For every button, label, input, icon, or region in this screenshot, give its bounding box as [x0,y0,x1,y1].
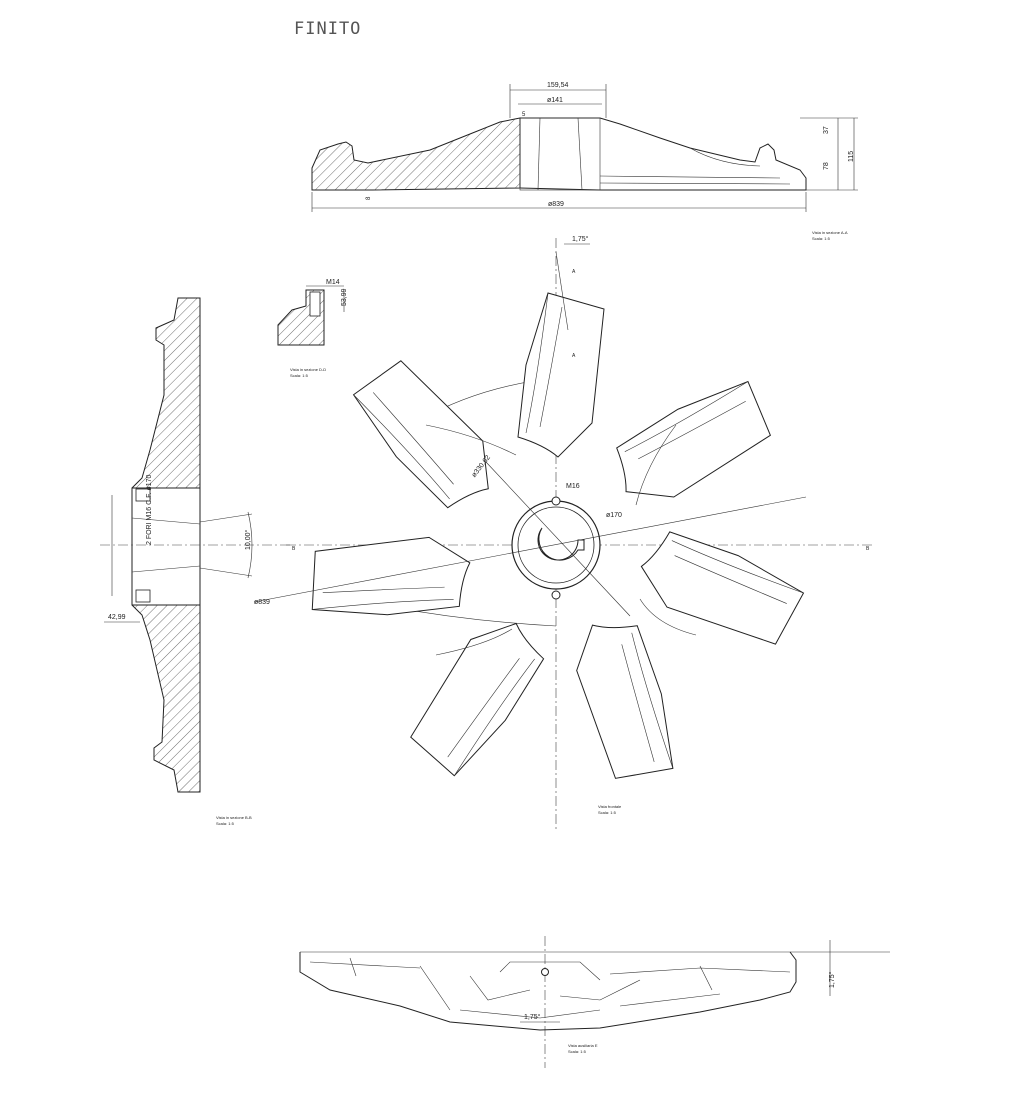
top-hub-line-2 [577,117,583,191]
blade-edge [312,586,454,610]
caption-front: Vista frontale [598,804,622,809]
top-section-hatch [311,117,521,191]
impeller-blade [517,292,605,458]
view-marker-b1: B [292,546,296,552]
top-section-view: 159,54 ø141 5 ø839 37 78 115 8 Vista in … [311,82,858,241]
impeller-blade [311,536,471,616]
left-hub-bore [131,487,201,606]
caption-aux-scale: Scala: 1:5 [568,1049,587,1054]
caption-section-aa: Vista in sezione A-A [812,230,848,235]
front-diameter-line [253,496,807,603]
hub-bolt-hole-top [551,496,561,506]
impeller-blade [576,624,674,779]
hub-bolt-hole-bottom [551,590,561,600]
aux-blade-lines [309,957,791,1019]
view-marker-a1: A [572,269,576,275]
caption-front-scale: Scala: 1:5 [598,810,617,815]
dim-top-h8: 8 [366,196,372,200]
dim-top-bore: ø141 [547,97,563,104]
detail-section-view: M14 53,99 Vista in sezione D-D Scala: 1:… [277,279,348,378]
dim-top-h115: 115 [848,151,855,162]
dim-front-m16: M16 [566,483,580,490]
drawing-title: FINITO [294,19,362,39]
hub-inner-ring [517,506,595,584]
blade-edge [353,392,454,500]
dim-side-holes: 2 FORI M16 C.F. ø170 [146,474,153,545]
caption-section-dd: Vista in sezione D-D [290,367,326,372]
top-hub-bore [519,117,601,191]
left-section-view: 10,00° 2 FORI M16 C.F. ø170 42,99 Vista … [100,297,290,826]
auxiliary-view: 1,75° 1,75° Vista ausiliaria E Scala: 1:… [299,936,890,1068]
blade-edge [525,292,563,434]
dim-front-d170: ø170 [606,512,622,519]
left-bolt-hole-bottom [135,589,151,603]
blade-edge [671,540,804,604]
dim-bottom-angle-right: 1,75° [828,971,836,988]
impeller-blade [410,622,545,777]
hub-keyway-bore [537,527,585,561]
front-view: ø839 ø330,62 M16 ø170 1,75° A A B B Vist… [253,235,872,832]
dim-top-h37: 37 [823,126,830,134]
dim-bottom-angle-left: 1,75° [524,1013,541,1021]
dim-side-4299: 42,99 [108,614,126,621]
dim-top-five: 5 [522,112,526,118]
left-bolt-hole-top [135,488,151,502]
impeller-blade [640,531,805,645]
dim-top-h78: 78 [823,162,830,170]
front-diameter-line-2 [485,461,631,617]
view-marker-b2: B [866,546,870,552]
impeller-blades [311,292,805,779]
caption-section-aa-scale: Scala: 1:5 [812,236,831,241]
detail-thread-hole [309,291,321,317]
top-section-profile-right [519,117,807,191]
caption-section-bb-scale: Scala: 1:5 [216,821,235,826]
dim-detail-m14: M14 [326,279,340,286]
caption-section-dd-scale: Scala: 1:5 [290,373,309,378]
dim-detail-5399: 53,99 [341,288,348,306]
top-blade-curve [689,147,761,167]
front-tilt-line [555,251,569,331]
blade-edge [624,381,749,460]
aux-outline [299,951,797,1031]
dim-front-angle: 1,75° [572,235,589,243]
view-marker-a2: A [572,353,576,359]
caption-section-bb: Vista in sezione B-B [216,815,252,820]
vane-lines [425,424,697,656]
hub-outer-ring [511,500,601,590]
dim-top-width: 159,54 [547,82,569,89]
dim-top-overall: ø839 [548,201,564,208]
aux-bolt-hole [541,968,549,976]
dim-front-d839: ø839 [254,599,270,606]
blade-edge [447,658,535,776]
impeller-blade [616,380,772,498]
left-taper-lines [131,517,201,573]
impeller-blade [352,360,489,509]
top-base-lines [599,175,791,185]
caption-aux: Vista ausiliaria E [568,1043,598,1048]
top-hub-line [537,117,541,191]
dim-side-angle: 10,00° [244,529,252,550]
blade-edge [621,632,674,769]
left-angle-dim [199,511,253,579]
